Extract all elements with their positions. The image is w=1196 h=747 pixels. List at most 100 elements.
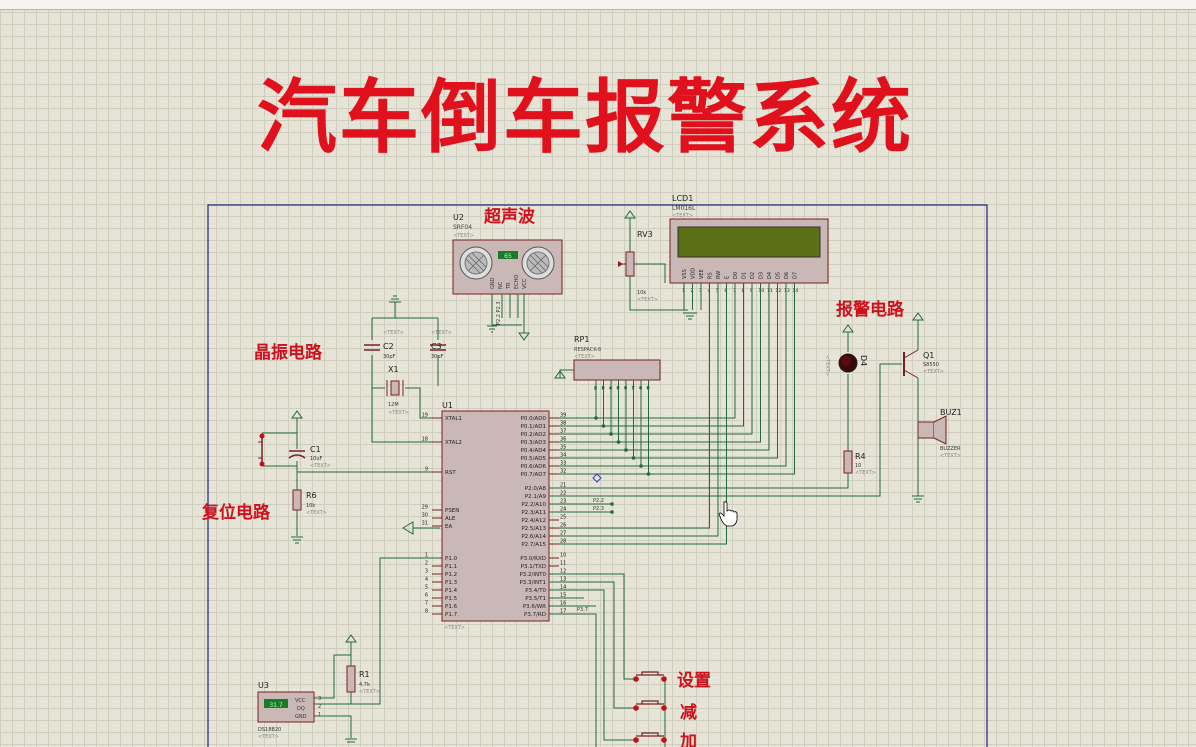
u1-pin-p12: P1.2 [445,572,457,578]
minus-button[interactable] [633,700,667,711]
u1-pin-num-3: 3 [425,569,428,575]
rp1-part: RESPACK-8 [574,347,601,353]
set-button[interactable] [633,671,667,682]
u1-pin-psen: PSEN [445,508,459,514]
lcd-pin-num-11: 11 [767,288,773,294]
lcd1-display[interactable]: LCD1 LM016L <TEXT> VSS1VDD2VEE3RS4RW5E6D… [669,194,829,294]
label-alarm: 报警电路 [836,299,905,320]
u1-pin-p33int1: P3.3/INT1 [519,580,546,586]
c3-capacitor[interactable]: C3 30pF <TEXT> [430,330,452,360]
q1-text: <TEXT> [923,369,944,375]
q1-part: S8550 [923,362,939,368]
r6-value: 10k [306,503,315,509]
crystal-wires [371,302,440,443]
u2-display: 65 [504,253,512,260]
u1-pin-p01ad1: P0.1/AD1 [521,424,546,430]
u1-pin-num-29: 29 [422,505,428,511]
rp1-resistor-pack[interactable]: RP1 RESPACK-8 <TEXT> [554,335,661,381]
reset-ground-symbol [291,536,303,544]
lcd-pin-d0: D0 [733,272,739,279]
lcd-pin-vss: VSS [682,269,688,279]
rv3-text: <TEXT> [637,297,658,303]
c1-value: 10uF [310,456,323,462]
r1-ref: R1 [359,670,370,679]
c2-text: <TEXT> [383,330,404,336]
q1-transistor[interactable]: Q1 S8550 <TEXT> [903,349,944,379]
u1-text: <TEXT> [444,625,465,631]
u1-pin-num-9: 9 [425,467,428,473]
u1-pin-num-28: 28 [560,539,566,545]
rp1-text: <TEXT> [574,354,595,360]
c2-capacitor[interactable]: C2 30pF <TEXT> [364,330,404,360]
plus-button[interactable] [633,732,667,743]
c1-capacitor[interactable]: C1 10uF <TEXT> [288,445,331,469]
u1-pin-p26a14: P2.6/A14 [521,534,546,540]
led-vcc-arrow [842,324,854,333]
u1-pin-p15: P1.5 [445,596,458,602]
reset-button[interactable] [258,433,265,467]
u1-pin-xtal1: XTAL1 [445,416,462,422]
lcd-pin-num-12: 12 [776,288,782,294]
u2-ultrasonic-module[interactable]: U2 SRF04 <TEXT> 65 GND NC TR ECHO VCC [452,213,563,295]
c3-text: <TEXT> [431,330,452,336]
u1-pin-rst: RST [445,470,456,476]
c3-value: 30pF [431,354,444,360]
u2-pin-nc: NC [498,281,504,289]
x1-ref: X1 [388,365,399,374]
rp1-pin-8: 8 [640,386,642,390]
u1-pin-p32int0: P3.2/INT0 [519,572,546,578]
u3-temperature-sensor[interactable]: U3 31.7 VCC DQ GND 3 2 1 DS18B20 <TEXT> [257,681,321,740]
c1-ref: C1 [310,445,321,454]
u1-pin-num-4: 4 [425,577,428,583]
u1-pin-p25a13: P2.5/A13 [521,526,546,532]
port1-wires [314,557,440,738]
u3-ref: U3 [258,681,269,690]
top-toolbar-strip [0,0,1196,10]
u1-pin-p11: P1.1 [445,564,457,570]
u1-pin-num-35: 35 [560,445,566,451]
d4-ref: D4 [859,355,868,366]
u2-ref: U2 [453,213,464,222]
u1-pin-num-19: 19 [422,413,428,419]
u1-pin-p30rxd: P3.0/RXD [520,556,546,562]
r1-text: <TEXT> [359,689,380,695]
rp1-pin-4: 4 [610,386,613,390]
buz1-buzzer[interactable]: BUZ1 BUZZER <TEXT> [917,408,962,459]
page-title: 汽车倒车报警系统 [257,71,913,164]
label-crystal: 晶振电路 [254,342,323,363]
r1-resistor[interactable]: R1 4.7k <TEXT> [346,665,380,695]
hand-cursor-icon [718,501,738,527]
alarm-wires [549,320,919,497]
r6-text: <TEXT> [306,510,327,516]
u3-text: <TEXT> [258,734,279,740]
net-p22: P2.2 [593,498,604,504]
u1-pin-num-11: 11 [560,561,566,567]
u1-pin-num-17: 17 [560,609,566,615]
r4-resistor[interactable]: R4 10 <TEXT> [843,450,876,476]
r1-vcc-arrow [345,634,357,643]
x1-crystal[interactable]: X1 12M <TEXT> [386,365,409,416]
u1-pin-num-2: 2 [425,561,428,567]
u2-ground-symbol [487,325,497,333]
lcd-pin-rs: RS [708,272,714,279]
probe-marker [592,473,602,483]
r6-resistor[interactable]: R6 10k <TEXT> [292,489,327,516]
u1-microcontroller[interactable]: U1 19XTAL118XTAL29RST29PSEN30ALE31EA1P1.… [422,401,567,631]
lcd-pin-d3: D3 [759,272,765,279]
u1-pin-p24a12: P2.4/A12 [521,518,546,524]
d4-led[interactable]: D4 <TEXT> [824,353,868,376]
u1-pin-num-15: 15 [560,593,566,599]
ea-power-arrow [402,521,440,535]
u1-pin-p31txd: P3.1/TXD [521,564,546,570]
u1-pin-p35t1: P3.5/T1 [525,596,546,602]
u1-pin-num-5: 5 [425,585,428,591]
crystal-ground-symbol [389,295,401,303]
lcd-pin-d4: D4 [767,272,773,279]
rv3-potentiometer[interactable]: RV3 10k <TEXT> [618,210,688,311]
u2-part: SRF04 [453,224,472,231]
key-buttons[interactable] [633,671,667,743]
lcd-pin-d6: D6 [784,272,790,279]
lcd-pin-d2: D2 [750,272,756,279]
